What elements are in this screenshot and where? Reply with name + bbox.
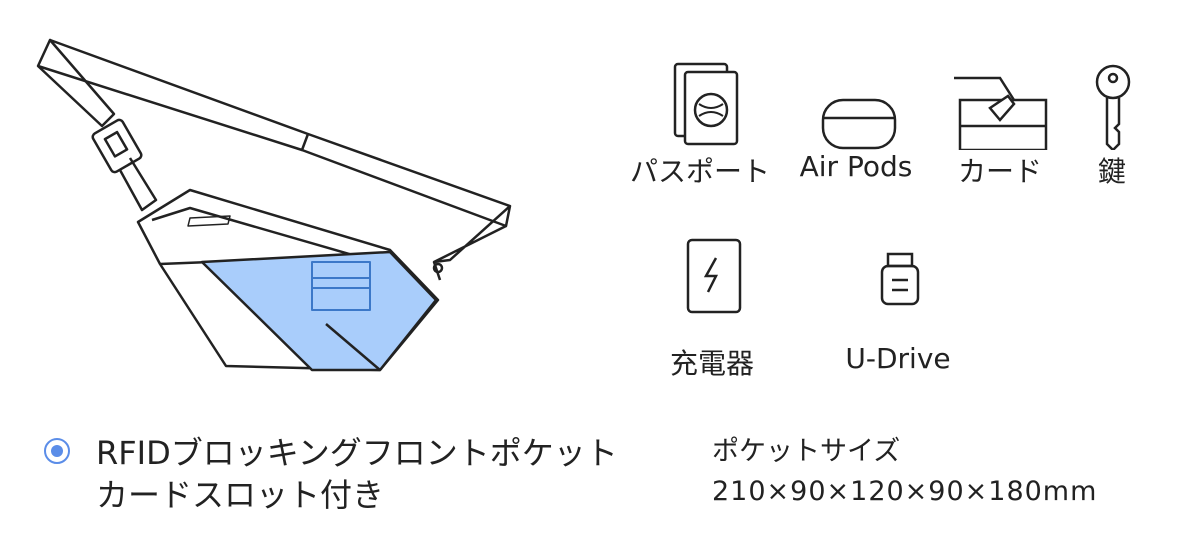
key-icon	[1095, 64, 1131, 150]
item-card: カード	[930, 60, 1070, 190]
item-label-usb-drive: U-Drive	[845, 342, 951, 375]
item-label-key: 鍵	[1097, 155, 1126, 188]
card-icon	[954, 76, 1048, 150]
item-passport: パスポート	[620, 60, 780, 190]
feature-description: RFIDブロッキングフロントポケット カードスロット付き	[96, 432, 618, 516]
bag-illustration	[30, 30, 530, 384]
item-label-card: カード	[957, 155, 1042, 188]
airpods-case-icon	[821, 98, 897, 150]
passport-icon	[673, 62, 739, 146]
item-power-bank: 充電器	[632, 236, 792, 382]
item-usb-drive: U-Drive	[818, 236, 978, 375]
pocket-size-label: ポケットサイズ	[712, 436, 901, 467]
pocket-size-value: 210×90×120×90×180mm	[712, 476, 1098, 507]
pocket-size-block: ポケットサイズ 210×90×120×90×180mm	[712, 432, 1097, 512]
item-key: 鍵	[1072, 60, 1152, 190]
radio-selected-icon[interactable]	[44, 438, 70, 464]
feature-line-2: カードスロット付き	[96, 476, 385, 514]
power-bank-icon	[686, 238, 742, 314]
feature-line-1: RFIDブロッキングフロントポケット	[96, 434, 618, 472]
item-label-passport: パスポート	[629, 155, 770, 188]
item-label-airpods: Air Pods	[799, 150, 913, 183]
item-label-power-bank: 充電器	[669, 347, 754, 380]
usb-drive-icon	[880, 252, 920, 306]
item-airpods: Air Pods	[786, 60, 926, 183]
